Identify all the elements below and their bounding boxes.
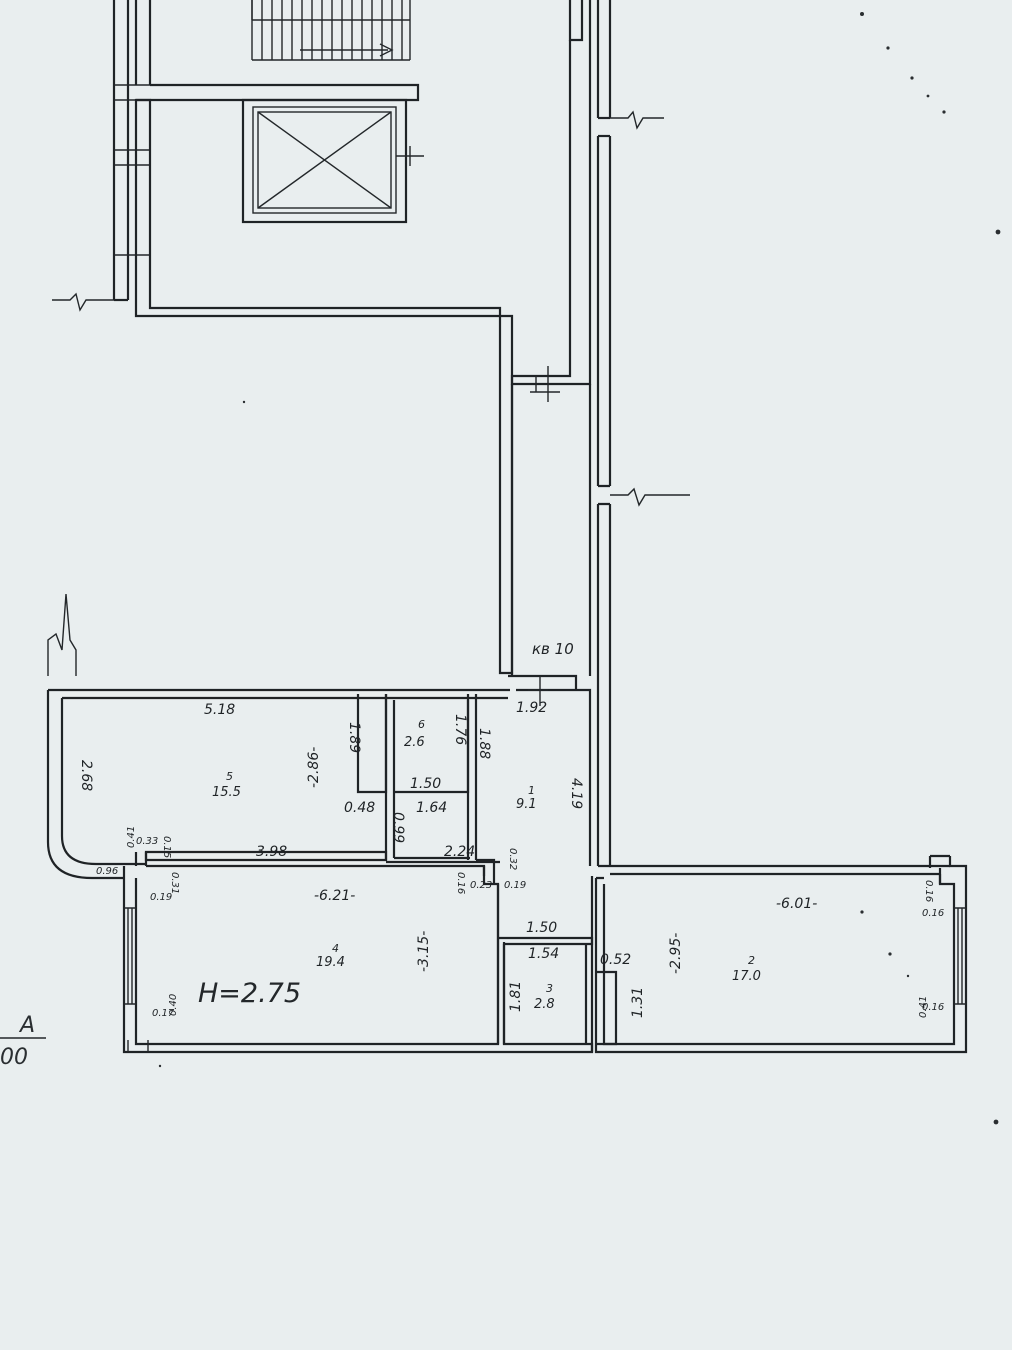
room-5: 5 15.5 xyxy=(212,770,241,800)
dimension-label: 3.98 xyxy=(256,844,287,860)
dimension-label: -3.15- xyxy=(416,931,432,972)
dimension-label: -2.86- xyxy=(306,747,322,788)
dimension-label: 0.41 xyxy=(918,996,929,1018)
dimension-label: 0.33 xyxy=(136,836,158,847)
dimension-label: 0.16 xyxy=(922,908,944,919)
room-4: 4 19.4 xyxy=(316,942,345,970)
dimension-label: 4.19 xyxy=(568,778,584,809)
dimension-label: 5.18 xyxy=(204,702,235,718)
dimension-label: 0.96 xyxy=(96,866,118,877)
axis-fragment: 00 xyxy=(0,1045,28,1070)
dimension-label: 2.68 xyxy=(78,760,94,791)
dimension-label: 1.76 xyxy=(452,714,468,745)
room-6: 6 2.6 xyxy=(404,718,425,750)
dimension-label: -6.21- xyxy=(314,888,355,904)
dimension-label: 1.31 xyxy=(630,987,646,1018)
dimension-label: 0.19 xyxy=(150,892,172,903)
dimension-label: 0.32 xyxy=(507,848,518,870)
dimension-label: 1.64 xyxy=(416,800,447,816)
room-area: 2.8 xyxy=(534,997,555,1012)
dimension-label: 0.40 xyxy=(168,994,179,1016)
dimension-label: 0.16 xyxy=(922,1002,944,1013)
dimensions: 5.18 2.68 -2.86- 1.89 1.76 1.88 1.92 1.5… xyxy=(78,700,944,1019)
apartment-label: кв 10 xyxy=(532,640,574,658)
room-number: 1 xyxy=(528,784,535,797)
room-number: 3 xyxy=(546,982,553,995)
room-2: 2 17.0 xyxy=(732,954,761,984)
room-1: 1 9.1 xyxy=(516,784,537,812)
dimension-label: 0.48 xyxy=(344,800,375,816)
dimension-label: -2.95- xyxy=(668,933,684,974)
room-number: 2 xyxy=(748,954,755,967)
room-number: 4 xyxy=(332,942,339,955)
dimension-label: 1.89 xyxy=(346,722,362,753)
dimension-label: 0.52 xyxy=(600,952,631,968)
dimension-label: 2.24 xyxy=(444,844,475,860)
dimension-label: 0.31 xyxy=(169,872,180,894)
dimension-label: 1.50 xyxy=(410,776,441,792)
room-area: 9.1 xyxy=(516,797,537,812)
dimension-label: 0.16 xyxy=(455,872,466,894)
dimension-label: 0.15 xyxy=(161,836,172,858)
ceiling-height: H=2.75 xyxy=(198,978,301,1009)
dimension-label: 1.54 xyxy=(528,946,559,962)
room-number: 5 xyxy=(226,770,233,783)
apartment-walls xyxy=(46,674,968,1054)
room-area: 15.5 xyxy=(212,785,241,800)
room-number: 6 xyxy=(418,718,425,731)
dimension-label: 0.23 xyxy=(470,880,492,891)
dimension-label: 1.81 xyxy=(508,981,524,1012)
dimension-label: 0.16 xyxy=(923,880,934,902)
dimension-label: 0.17 xyxy=(152,1008,175,1019)
axis-letter: A xyxy=(18,1013,35,1038)
room-area: 2.6 xyxy=(404,735,425,750)
dimension-label: -6.01- xyxy=(776,896,817,912)
dimension-label: 0.41 xyxy=(126,826,137,848)
dimension-label: 0.19 xyxy=(504,880,526,891)
dimension-label: 1.88 xyxy=(476,728,492,759)
room-area: 19.4 xyxy=(316,955,345,970)
scan-marks xyxy=(158,12,1001,1125)
room-labels: 5 15.5 6 2.6 1 9.1 4 19.4 3 2.8 2 17.0 xyxy=(212,718,761,1012)
dimension-label: 0.99 xyxy=(390,812,406,843)
upper-walls xyxy=(47,0,690,866)
room-3: 3 2.8 xyxy=(534,982,555,1012)
dimension-label: 1.50 xyxy=(526,920,557,936)
dimension-label: 1.92 xyxy=(516,700,547,716)
room-area: 17.0 xyxy=(732,969,761,984)
axis-marker: A 00 xyxy=(0,1013,46,1070)
